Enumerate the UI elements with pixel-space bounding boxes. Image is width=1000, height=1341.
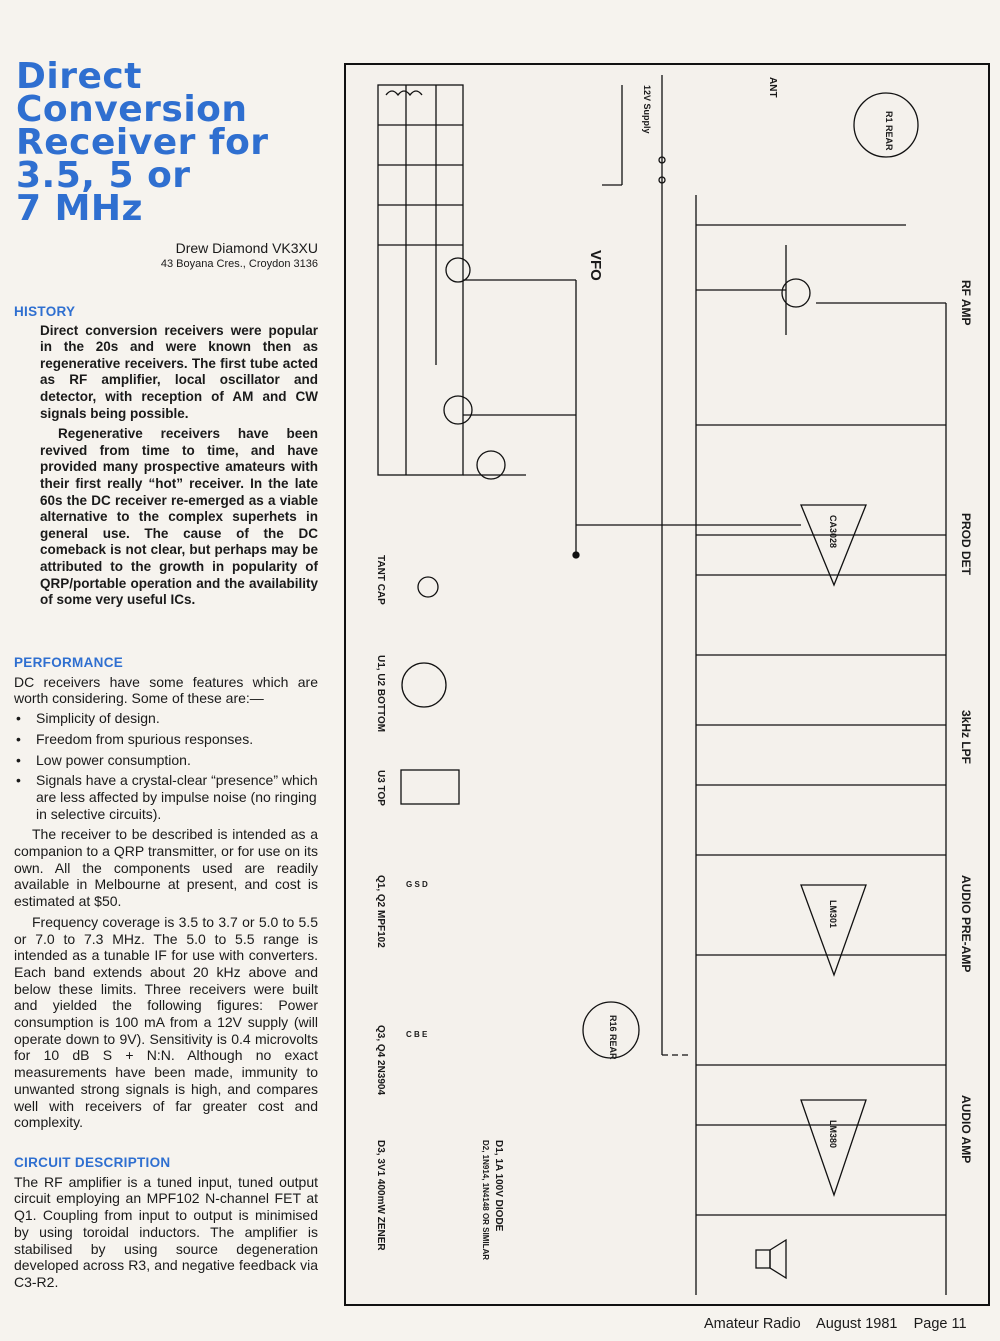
performance-list: Simplicity of design. Freedom from spuri… xyxy=(14,710,318,822)
list-item: Simplicity of design. xyxy=(14,710,318,727)
circuit-heading: CIRCUIT DESCRIPTION xyxy=(14,1155,171,1170)
schematic-diagram: RF AMP PROD DET 3kHz LPF AUDIO PRE-AMP A… xyxy=(344,63,990,1306)
performance-intro: DC receivers have some features which ar… xyxy=(14,673,318,707)
footer-publication: Amateur Radio xyxy=(704,1316,801,1332)
author-address: 43 Boyana Cres., Croydon 3136 xyxy=(160,258,318,270)
label-u3: LM380 xyxy=(828,1120,838,1149)
legend-q1-q2: Q1, Q2 MPF102 xyxy=(375,875,386,948)
label-u1: CA3028 xyxy=(828,515,838,549)
pin-labels: G S D xyxy=(406,880,428,889)
history-section: HISTORY Direct conversion receivers were… xyxy=(14,304,318,609)
label-r1-rear: R1 REAR xyxy=(884,111,894,151)
title-line: Receiver for xyxy=(16,122,269,163)
legend-u1-u2: U1, U2 BOTTOM xyxy=(375,655,386,733)
legend-u3: U3 TOP xyxy=(375,770,386,806)
list-item: Low power consumption. xyxy=(14,752,318,769)
label-audio-amp: AUDIO AMP xyxy=(959,1095,973,1164)
performance-heading: PERFORMANCE xyxy=(14,655,124,670)
legend-tant-cap: TANT CAP xyxy=(375,555,386,605)
legend-d1: D1, 1A 100V DIODE xyxy=(493,1140,504,1232)
label-vfo: VFO xyxy=(587,250,604,281)
label-prod-det: PROD DET xyxy=(959,513,973,576)
legend-q3-q4: Q3, Q4 2N3904 xyxy=(375,1025,386,1096)
label-lpf: 3kHz LPF xyxy=(959,710,973,765)
history-heading: HISTORY xyxy=(14,304,76,319)
history-paragraph-2: Regenerative receivers have been revived… xyxy=(40,426,318,608)
page-footer: Amateur Radio August 1981 Page 11 xyxy=(704,1316,967,1332)
legend-d2: D2, 1N914, 1N4148 OR SIMILAR xyxy=(481,1140,490,1261)
title-line: 7 MHz xyxy=(16,188,143,229)
title-line: Conversion xyxy=(16,89,248,130)
title-line: 3.5, 5 or xyxy=(16,155,191,196)
label-audio-preamp: AUDIO PRE-AMP xyxy=(959,875,973,973)
article-title: Direct Conversion Receiver for 3.5, 5 or… xyxy=(16,56,336,229)
label-ant: ANT xyxy=(767,77,778,98)
performance-paragraph-2: Frequency coverage is 3.5 to 3.7 or 5.0 … xyxy=(14,913,318,1131)
footer-date: August 1981 xyxy=(816,1316,898,1332)
history-paragraph-1: Direct conversion receivers were popular… xyxy=(40,322,318,421)
author-name: Drew Diamond VK3XU xyxy=(175,240,318,256)
pin-labels-bjt: C B E xyxy=(406,1030,428,1039)
label-rf-amp: RF AMP xyxy=(959,280,973,326)
title-line: Direct xyxy=(16,56,142,97)
footer-page: Page 11 xyxy=(913,1316,967,1332)
list-item: Signals have a crystal-clear “presence” … xyxy=(14,772,318,822)
circuit-paragraph-1: The RF amplifier is a tuned input, tuned… xyxy=(14,1173,318,1290)
label-u2: LM301 xyxy=(828,900,838,929)
label-supply: 12V Supply xyxy=(642,85,652,134)
list-item: Freedom from spurious responses. xyxy=(14,731,318,748)
circuit-section: CIRCUIT DESCRIPTION The RF amplifier is … xyxy=(14,1155,318,1291)
schematic-wiring xyxy=(377,75,947,1295)
label-r16-rear: R16 REAR xyxy=(608,1015,618,1060)
performance-paragraph-1: The receiver to be described is intended… xyxy=(14,826,318,910)
legend-d3: D3, 3V1 400mW ZENER xyxy=(375,1140,386,1251)
performance-section: PERFORMANCE DC receivers have some featu… xyxy=(14,655,318,1131)
